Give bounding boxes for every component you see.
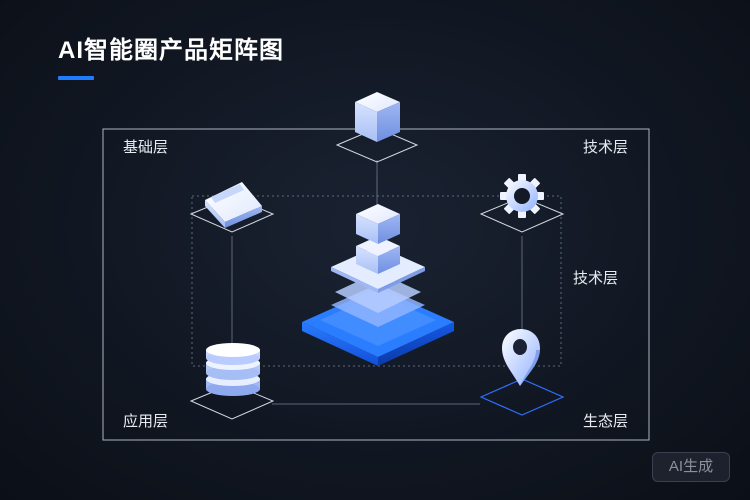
location-pin-icon — [479, 329, 565, 416]
cube-icon — [335, 92, 419, 163]
layered-pyramid-icon — [302, 204, 454, 366]
label-application-layer: 应用层 — [123, 413, 169, 430]
page-title: AI智能圈产品矩阵图 — [58, 37, 284, 64]
label-technology-layer-top: 技术层 — [583, 139, 629, 156]
gear-icon — [479, 174, 565, 233]
label-foundation-layer: 基础层 — [123, 139, 169, 156]
label-ecosystem-layer: 生态层 — [583, 413, 629, 430]
ai-generated-watermark: AI生成 — [652, 452, 730, 482]
database-icon — [189, 343, 275, 420]
label-technology-layer-mid: 技术层 — [573, 270, 619, 287]
title-underline — [58, 76, 94, 80]
laptop-icon — [189, 182, 275, 233]
